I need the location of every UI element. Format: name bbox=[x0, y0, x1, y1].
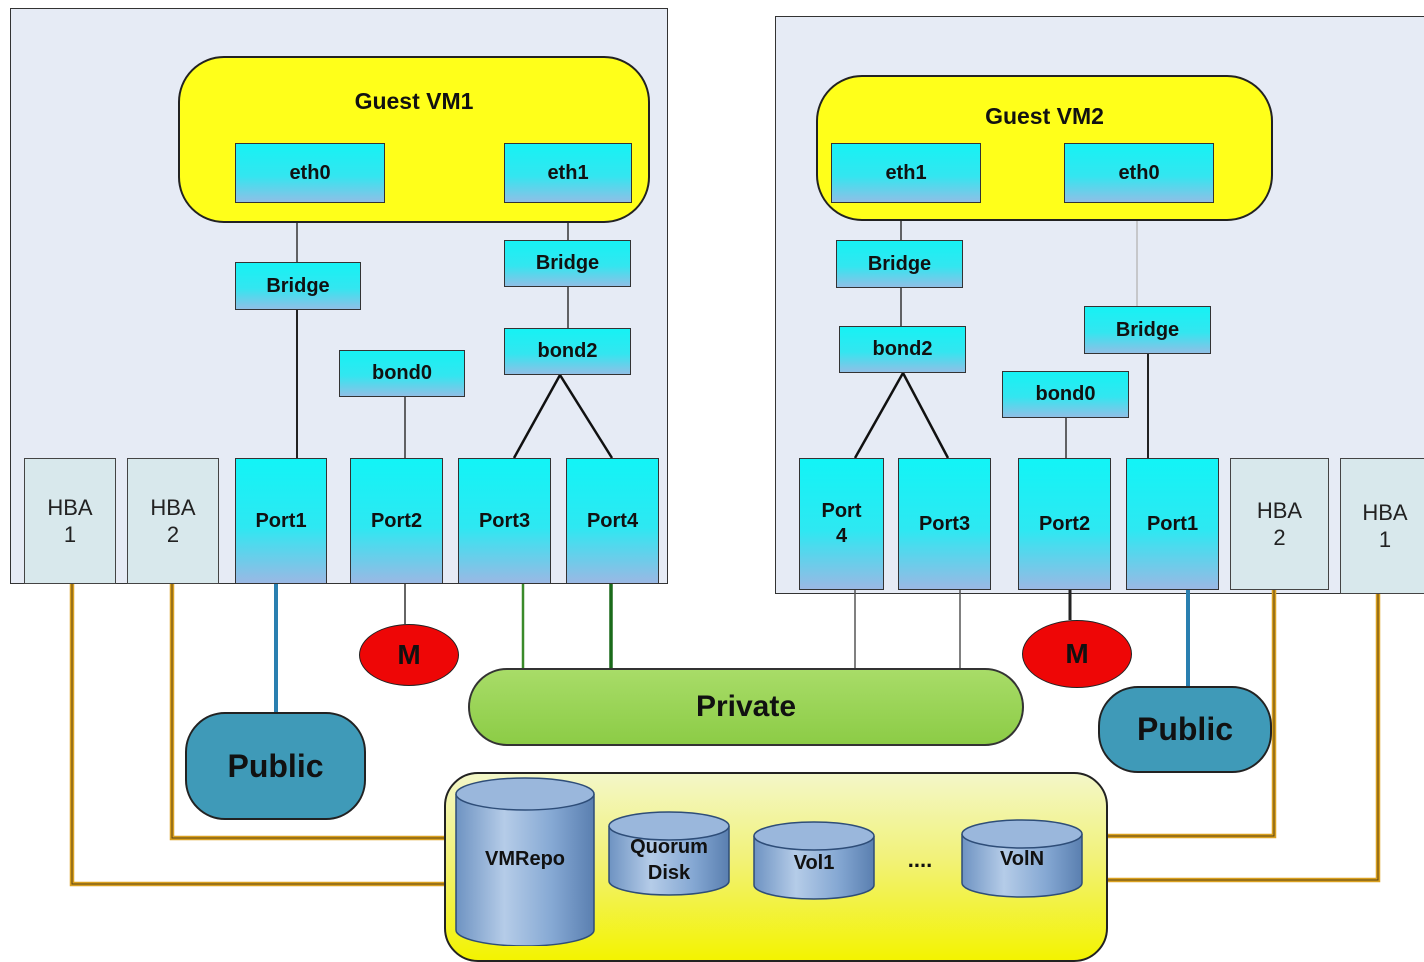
right-bond0: bond0 bbox=[1002, 371, 1129, 418]
left-bridge-eth0: Bridge bbox=[235, 262, 361, 310]
vmrepo-label: VMRepo bbox=[485, 848, 565, 870]
vm1-eth0-nic: eth0 bbox=[235, 143, 385, 203]
guest-vm2-title: Guest VM2 bbox=[985, 103, 1104, 129]
left-port1: Port1 bbox=[235, 458, 327, 584]
wire-bond2-port3-left bbox=[512, 374, 562, 459]
left-port2: Port2 bbox=[350, 458, 443, 584]
left-port4: Port4 bbox=[566, 458, 659, 584]
vm2-eth1-nic: eth1 bbox=[831, 143, 981, 203]
right-bridge-eth0: Bridge bbox=[1084, 306, 1211, 354]
guest-vm1-title: Guest VM1 bbox=[354, 88, 474, 114]
wire-bond2-port3-right bbox=[901, 372, 950, 459]
right-port3: Port3 bbox=[898, 458, 991, 590]
vol1-label: Vol1 bbox=[793, 852, 835, 874]
left-bridge-eth1: Bridge bbox=[504, 240, 631, 287]
right-bridge-eth1: Bridge bbox=[836, 240, 963, 288]
right-port1: Port1 bbox=[1126, 458, 1219, 590]
vmrepo-disk bbox=[455, 777, 595, 946]
left-hba-1: HBA 1 bbox=[24, 458, 116, 584]
right-hba-1: HBA 1 bbox=[1340, 458, 1424, 594]
vol1-disk bbox=[753, 821, 875, 900]
right-hba-2: HBA 2 bbox=[1230, 458, 1329, 590]
public-network-right: Public bbox=[1098, 686, 1272, 773]
wire-bond2-port4-right bbox=[853, 372, 905, 459]
public-network-left: Public bbox=[185, 712, 366, 820]
management-network-left: M bbox=[359, 624, 459, 686]
quorum-disk bbox=[608, 811, 730, 896]
right-port2: Port2 bbox=[1018, 458, 1111, 590]
vm2-eth0-nic: eth0 bbox=[1064, 143, 1214, 203]
volume-ellipsis: .... bbox=[907, 847, 933, 872]
left-bond0: bond0 bbox=[339, 350, 465, 397]
right-bond2: bond2 bbox=[839, 326, 966, 373]
voln-label: VolN bbox=[999, 848, 1045, 870]
vm1-eth1-nic: eth1 bbox=[504, 143, 632, 203]
right-port4: Port 4 bbox=[799, 458, 884, 590]
voln-disk bbox=[961, 819, 1083, 898]
left-port3: Port3 bbox=[458, 458, 551, 584]
private-network: Private bbox=[468, 668, 1024, 746]
wire-bond2-port4-left bbox=[558, 374, 614, 459]
quorum-disk-label: Quorum Disk bbox=[630, 836, 708, 884]
left-hba-2: HBA 2 bbox=[127, 458, 219, 584]
management-network-right: M bbox=[1022, 620, 1132, 688]
left-bond2: bond2 bbox=[504, 328, 631, 375]
